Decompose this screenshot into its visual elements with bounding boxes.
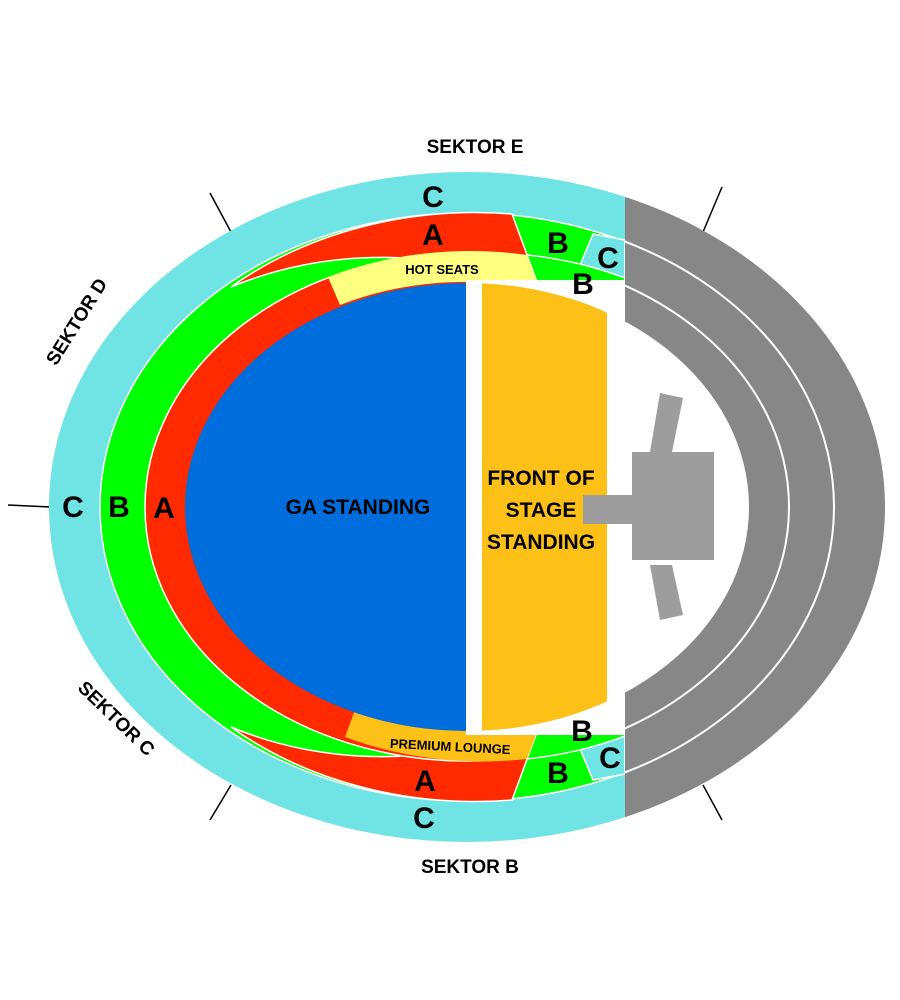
tier-b-top-inner-label: B: [572, 268, 594, 301]
tier-c-top-small-label: C: [597, 242, 619, 275]
sector-b-label: SEKTOR B: [421, 857, 519, 878]
sector-divider-tick: [209, 784, 232, 821]
sector-divider-tick: [209, 192, 232, 233]
sector-divider-tick: [702, 784, 723, 821]
front-of-stage-label-line2: STAGE: [506, 499, 577, 522]
tier-a-bottom-label: A: [414, 765, 436, 798]
tier-b-bottom-outer-label: B: [547, 757, 569, 790]
hot-seats-section[interactable]: [328, 250, 540, 305]
hot-seats-label: HOT SEATS: [405, 262, 479, 277]
front-of-stage-label-line1: FRONT OF: [487, 467, 594, 490]
front-of-stage-label-line3: STANDING: [487, 531, 595, 554]
sector-e-label: SEKTOR E: [427, 137, 524, 158]
ga-standing-label: GA STANDING: [286, 496, 431, 519]
sector-divider-tick: [702, 186, 723, 233]
tier-a-top-label: A: [422, 219, 444, 252]
tier-c-left-label: C: [62, 491, 84, 524]
tier-b-left-label: B: [108, 491, 130, 524]
tier-b-bottom-inner-label: B: [571, 715, 593, 748]
stage: [583, 393, 714, 620]
floor-divider: [466, 280, 482, 735]
tier-c-bottom-small-label: C: [599, 742, 621, 775]
tier-c-top-label: C: [422, 181, 444, 214]
tier-a-left-label: A: [153, 492, 175, 525]
tier-b-top-outer-label: B: [547, 227, 569, 260]
tier-c-bottom-label: C: [413, 802, 435, 835]
sector-divider-tick: [7, 504, 51, 508]
premium-lounge-label: PREMIUM LOUNGE: [390, 736, 512, 757]
